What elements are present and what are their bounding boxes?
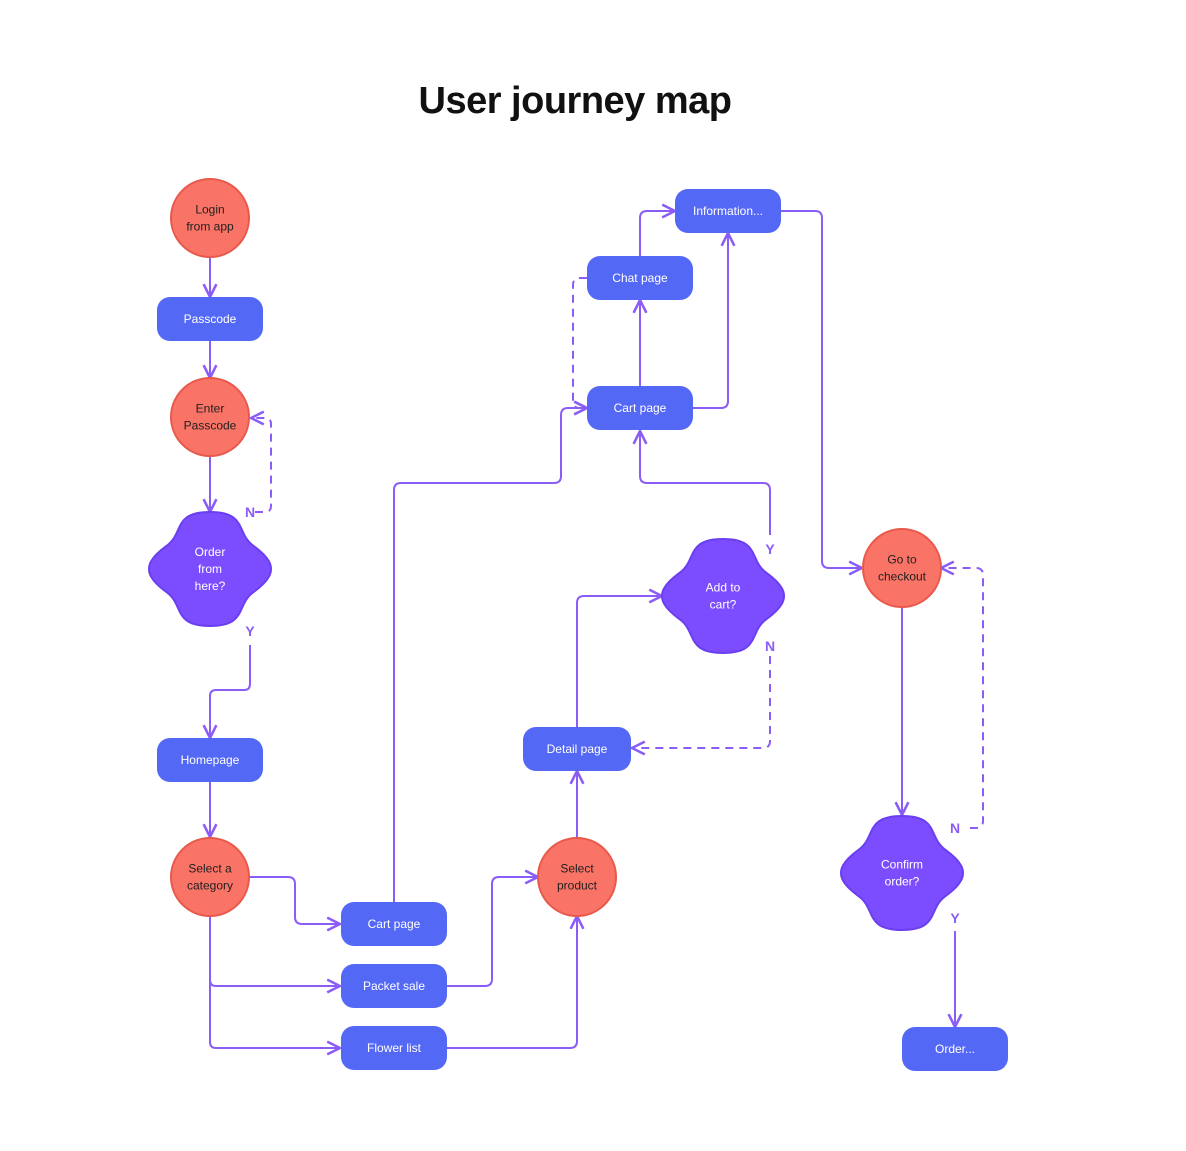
edge-packetsale-product xyxy=(447,877,538,987)
node-label: Flower list xyxy=(367,1041,422,1055)
node-label: Packet sale xyxy=(363,979,425,993)
label-order-no: N xyxy=(245,504,255,520)
node-shape xyxy=(862,528,942,608)
node-shape xyxy=(341,964,447,1008)
node-passcode: Passcode xyxy=(157,297,263,341)
diagram-title: User journey map xyxy=(418,80,733,122)
node-information: Information... xyxy=(675,189,781,233)
edge-order-yes-homepage xyxy=(210,645,251,738)
label-cart-yes: Y xyxy=(765,541,775,557)
node-flower-list: Flower list xyxy=(341,1026,447,1070)
node-cart-page-bottom: Cart page xyxy=(341,902,447,946)
node-shape xyxy=(902,1027,1008,1071)
edge-information-checkout xyxy=(781,210,862,568)
node-label: Cart page xyxy=(368,917,421,931)
edge-addtocart-no-detail xyxy=(632,656,771,748)
node-shape xyxy=(537,837,617,917)
edge-addtocart-yes-cartpagetop xyxy=(640,431,771,535)
node-label: Order... xyxy=(935,1042,975,1056)
edges xyxy=(209,210,984,1049)
node-chat-page: Chat page xyxy=(587,256,693,300)
label-order-yes: Y xyxy=(245,623,255,639)
node-label: Detail page xyxy=(547,742,608,756)
edge-order-no-enter xyxy=(251,418,272,513)
node-shape xyxy=(341,1026,447,1070)
edge-category-cartpage xyxy=(249,876,340,924)
edge-cartpagetop-information xyxy=(693,233,728,409)
node-label: Information... xyxy=(693,204,763,218)
node-shape xyxy=(170,178,250,258)
node-detail-page: Detail page xyxy=(523,727,631,771)
node-shape xyxy=(675,189,781,233)
node-shape xyxy=(157,738,263,782)
node-shape xyxy=(147,510,273,628)
node-shape xyxy=(170,377,250,457)
label-confirm-no: N xyxy=(950,820,960,836)
node-shape xyxy=(157,297,263,341)
edge-chat-cartpagetop xyxy=(572,277,587,408)
node-packet-sale: Packet sale xyxy=(341,964,447,1008)
node-label: Passcode xyxy=(184,312,237,326)
node-label: Cart page xyxy=(614,401,667,415)
label-confirm-yes: Y xyxy=(950,910,960,926)
node-shape xyxy=(660,537,786,655)
edge-category-flowerlist xyxy=(209,916,340,1048)
edge-category-packetsale xyxy=(209,916,340,986)
node-label: Homepage xyxy=(181,753,240,767)
edge-flowerlist-product xyxy=(447,916,577,1049)
node-label: Chat page xyxy=(612,271,668,285)
label-cart-no: N xyxy=(765,638,775,654)
node-cart-page-top: Cart page xyxy=(587,386,693,430)
node-homepage: Homepage xyxy=(157,738,263,782)
node-shape xyxy=(341,902,447,946)
edge-cartpage-cartpagetop xyxy=(393,408,587,903)
node-shape xyxy=(170,837,250,917)
node-shape xyxy=(839,814,965,932)
node-shape xyxy=(523,727,631,771)
edge-detail-addtocart xyxy=(576,596,662,727)
edge-confirm-no-checkout xyxy=(941,568,984,829)
node-order-end: Order... xyxy=(902,1027,1008,1071)
node-shape xyxy=(587,256,693,300)
edge-chat-information xyxy=(639,211,675,256)
node-shape xyxy=(587,386,693,430)
